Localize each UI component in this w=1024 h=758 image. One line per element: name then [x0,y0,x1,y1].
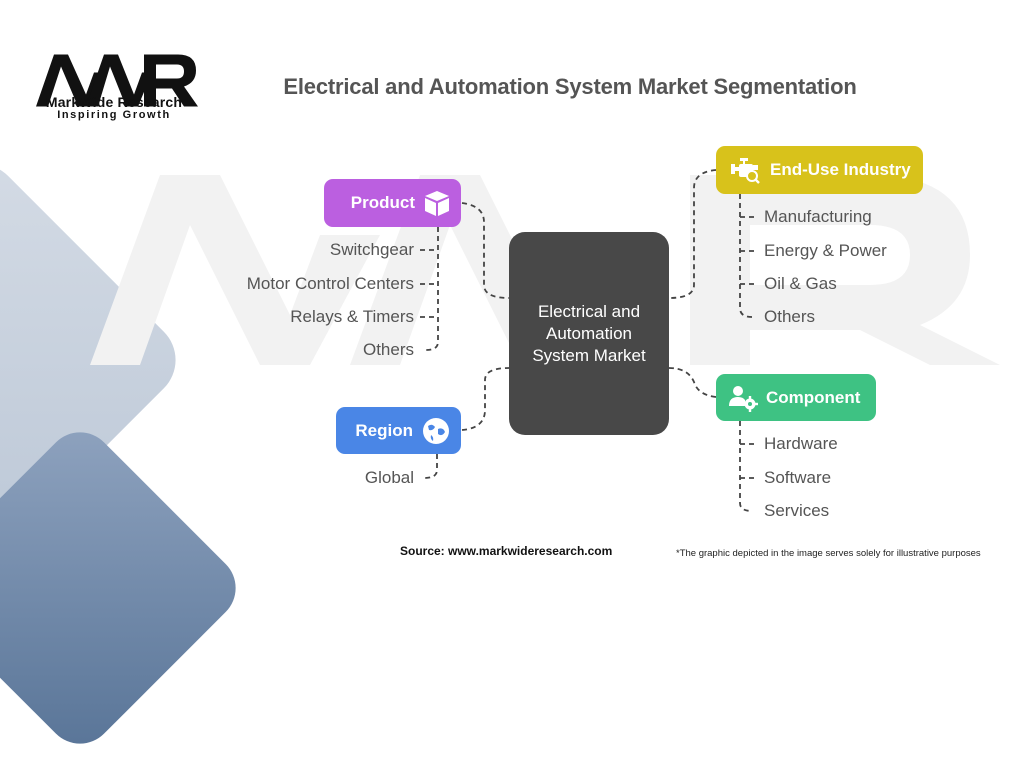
segment-component-label: Component [766,387,861,407]
segment-end-use-label: End-Use Industry [770,160,911,179]
segment-region-label: Region [355,420,413,440]
connector-end-use [668,169,717,299]
bracket-end-use [739,194,753,318]
center-node: Electrical and Automation System Market [509,232,669,435]
globe-icon [423,417,449,444]
product-item: Motor Control Centers [246,274,414,293]
connector-product [461,202,510,299]
segment-end-use: End-Use Industry [716,146,923,194]
engine-search-icon [731,158,760,184]
connector-component [668,367,717,398]
page-title: Electrical and Automation System Market … [283,74,857,99]
end-use-item: Energy & Power [764,241,887,260]
end-use-item: Manufacturing [764,207,872,226]
component-item: Hardware [764,434,838,453]
end-use-item: Oil & Gas [764,274,837,293]
bracket-region [423,454,438,479]
connector-lines [420,169,756,512]
segment-product-label: Product [350,193,415,212]
box-icon [425,191,449,216]
bracket-component [739,421,753,512]
product-item: Relays & Timers [290,307,414,326]
bracket-product [425,227,439,351]
brand-logo-icon [36,54,198,107]
user-gear-icon [729,385,758,412]
region-item: Global [364,468,414,487]
end-use-item: Others [764,307,816,326]
product-item: Others [362,340,414,359]
component-item: Services [764,501,830,520]
segment-component: Component [716,374,876,421]
disclaimer-note: *The graphic depicted in the image serve… [676,548,981,559]
brand-tagline: Inspiring Growth [57,109,171,121]
component-item: Software [764,468,832,487]
brand-name: MarkWide Research [45,94,183,110]
product-item: Switchgear [329,240,414,259]
connector-region [461,367,510,431]
source-text: Source: www.markwideresearch.com [400,544,613,558]
segment-product: Product [324,179,461,227]
segment-region: Region [336,407,461,454]
